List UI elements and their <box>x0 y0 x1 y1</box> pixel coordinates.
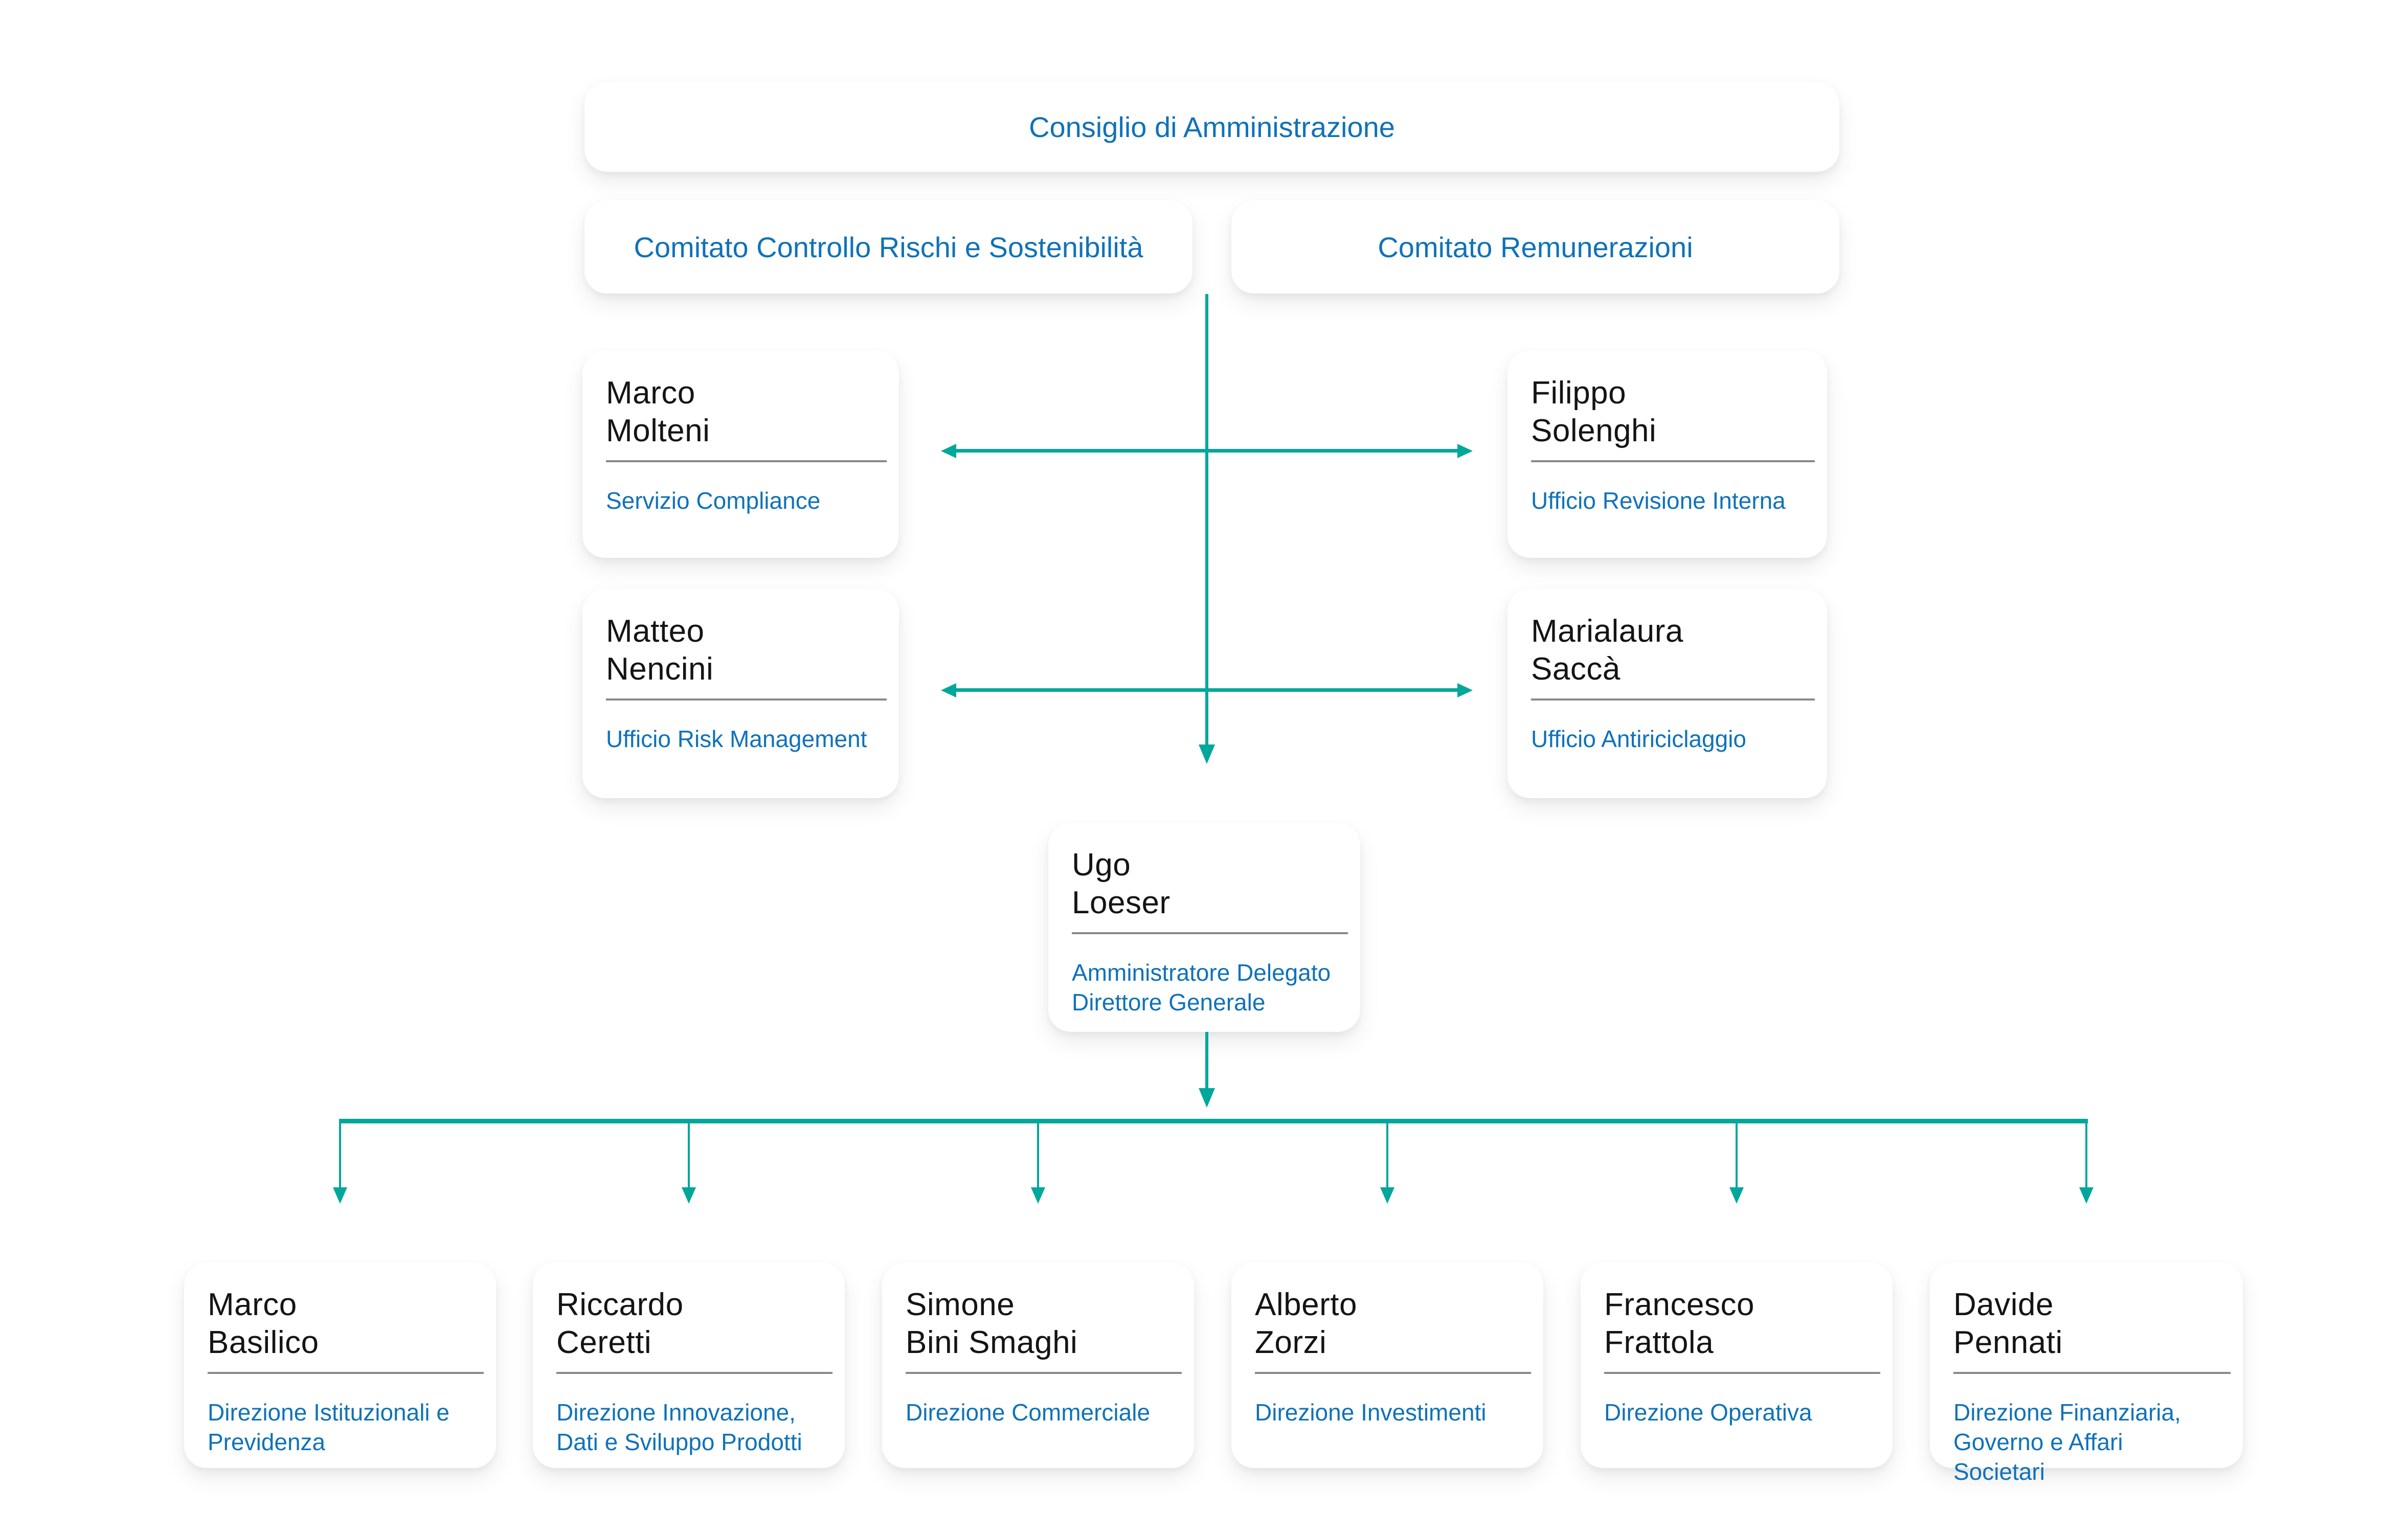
divider <box>208 1372 484 1374</box>
org-node-risk-management: Matteo Nencini Ufficio Risk Management <box>582 589 899 798</box>
org-node-ceo: Ugo Loeser Amministratore Delegato Diret… <box>1048 823 1360 1032</box>
last-name: Frattola <box>1604 1325 1714 1360</box>
last-name: Nencini <box>606 651 714 687</box>
person-name: Marialaura Saccà <box>1531 613 1804 688</box>
person-unit: Ufficio Antiriciclaggio <box>1531 726 1747 752</box>
directions-bar <box>339 1119 2088 1123</box>
person-name: Matteo Nencini <box>606 613 875 688</box>
divider <box>1953 1372 2231 1374</box>
divider <box>1255 1372 1531 1374</box>
first-name: Marco <box>606 375 695 411</box>
person-unit: Direzione Operativa <box>1604 1399 1812 1426</box>
person-unit: Direzione Investimenti <box>1255 1399 1487 1426</box>
person-name: Filippo Solenghi <box>1531 374 1804 450</box>
arrowhead-direction-istituzionali <box>333 1187 347 1204</box>
arrowhead-right-internal-audit <box>1457 444 1473 458</box>
person-name: Marco Molteni <box>606 374 875 450</box>
last-name: Molteni <box>606 413 710 448</box>
connector-direction-commerciale <box>1037 1122 1039 1188</box>
first-name: Marialaura <box>1531 614 1683 649</box>
connector-compliance-internal-audit <box>953 449 1460 453</box>
org-node-committee-remuneration: Comitato Remunerazioni <box>1231 200 1839 294</box>
person-name: Marco Basilico <box>208 1286 472 1362</box>
org-node-compliance: Marco Molteni Servizio Compliance <box>582 351 899 558</box>
first-name: Davide <box>1953 1287 2054 1322</box>
divider <box>606 460 887 462</box>
divider <box>606 698 887 701</box>
arrowhead-direction-commerciale <box>1031 1187 1045 1204</box>
org-node-committee-risk: Comitato Controllo Rischi e Sostenibilit… <box>584 200 1192 294</box>
arrowhead-left-risk-management <box>941 683 956 697</box>
committee-risk-label: Comitato Controllo Rischi e Sostenibilit… <box>634 231 1143 263</box>
org-node-direction-commerciale: Simone Bini Smaghi Direzione Commerciale <box>882 1262 1194 1468</box>
arrowhead-right-aml <box>1457 683 1473 697</box>
person-unit: Direzione Finanziaria, Governo e Affari … <box>1953 1399 2181 1485</box>
arrowhead-direction-finanziaria <box>2079 1187 2094 1204</box>
org-node-direction-finanziaria: Davide Pennati Direzione Finanziaria, Go… <box>1930 1262 2243 1485</box>
connector-risk-management-aml <box>953 688 1460 692</box>
last-name: Bini Smaghi <box>906 1325 1078 1360</box>
arrowhead-down-to-ceo <box>1199 745 1215 764</box>
org-node-direction-innovazione: Riccardo Ceretti Direzione Innovazione, … <box>533 1262 845 1468</box>
divider <box>1072 932 1348 934</box>
arrowhead-left-compliance <box>941 444 956 458</box>
connector-direction-investimenti <box>1386 1122 1388 1188</box>
connector-direction-istituzionali <box>339 1122 341 1188</box>
person-name: Alberto Zorzi <box>1255 1286 1520 1362</box>
last-name: Solenghi <box>1531 413 1657 448</box>
person-unit: Direzione Istituzionali e Previdenza <box>208 1399 450 1455</box>
arrowhead-down-to-directions-bar <box>1199 1088 1215 1108</box>
person-unit: Ufficio Risk Management <box>606 726 867 752</box>
person-unit: Direzione Commerciale <box>906 1399 1151 1426</box>
last-name: Zorzi <box>1255 1325 1327 1360</box>
first-name: Filippo <box>1531 375 1627 411</box>
connector-ceo-to-directions <box>1205 1032 1208 1089</box>
person-unit: Servizio Compliance <box>606 487 821 514</box>
org-node-direction-investimenti: Alberto Zorzi Direzione Investimenti <box>1231 1262 1543 1468</box>
last-name: Loeser <box>1072 885 1171 920</box>
person-unit: Direzione Innovazione, Dati e Sviluppo P… <box>556 1399 802 1455</box>
first-name: Marco <box>208 1287 297 1322</box>
org-node-direction-operativa: Francesco Frattola Direzione Operativa <box>1581 1262 1893 1468</box>
connector-direction-finanziaria <box>2085 1122 2087 1188</box>
person-unit: Ufficio Revisione Interna <box>1531 487 1786 514</box>
first-name: Riccardo <box>556 1287 684 1322</box>
divider <box>906 1372 1182 1374</box>
org-node-direction-istituzionali: Marco Basilico Direzione Istituzionali e… <box>184 1262 496 1468</box>
first-name: Ugo <box>1072 847 1131 883</box>
connector-direction-innovazione <box>688 1122 690 1188</box>
org-node-board: Consiglio di Amministrazione <box>584 82 1839 172</box>
person-name: Ugo Loeser <box>1072 846 1337 922</box>
last-name: Pennati <box>1953 1325 2063 1360</box>
board-label: Consiglio di Amministrazione <box>1029 110 1395 143</box>
divider <box>1531 460 1815 462</box>
person-name: Simone Bini Smaghi <box>906 1286 1171 1362</box>
first-name: Alberto <box>1255 1287 1357 1322</box>
divider <box>1531 698 1815 701</box>
divider <box>1604 1372 1880 1374</box>
first-name: Matteo <box>606 614 705 649</box>
last-name: Ceretti <box>556 1325 652 1360</box>
committee-remuneration-label: Comitato Remunerazioni <box>1378 231 1693 263</box>
first-name: Simone <box>906 1287 1015 1322</box>
connector-committees-to-ceo <box>1205 294 1208 746</box>
last-name: Saccà <box>1531 651 1621 687</box>
first-name: Francesco <box>1604 1287 1754 1322</box>
person-name: Francesco Frattola <box>1604 1286 1869 1362</box>
org-node-internal-audit: Filippo Solenghi Ufficio Revisione Inter… <box>1507 351 1827 558</box>
last-name: Basilico <box>208 1325 319 1360</box>
person-name: Davide Pennati <box>1953 1286 2219 1362</box>
connector-direction-operativa <box>1736 1122 1738 1188</box>
person-name: Riccardo Ceretti <box>556 1286 821 1362</box>
arrowhead-direction-innovazione <box>682 1187 696 1204</box>
divider <box>556 1372 832 1374</box>
arrowhead-direction-investimenti <box>1380 1187 1394 1204</box>
person-role: Amministratore Delegato Direttore Genera… <box>1072 959 1331 1016</box>
arrowhead-direction-operativa <box>1729 1187 1744 1204</box>
org-node-anti-money-laundering: Marialaura Saccà Ufficio Antiriciclaggio <box>1507 589 1827 798</box>
